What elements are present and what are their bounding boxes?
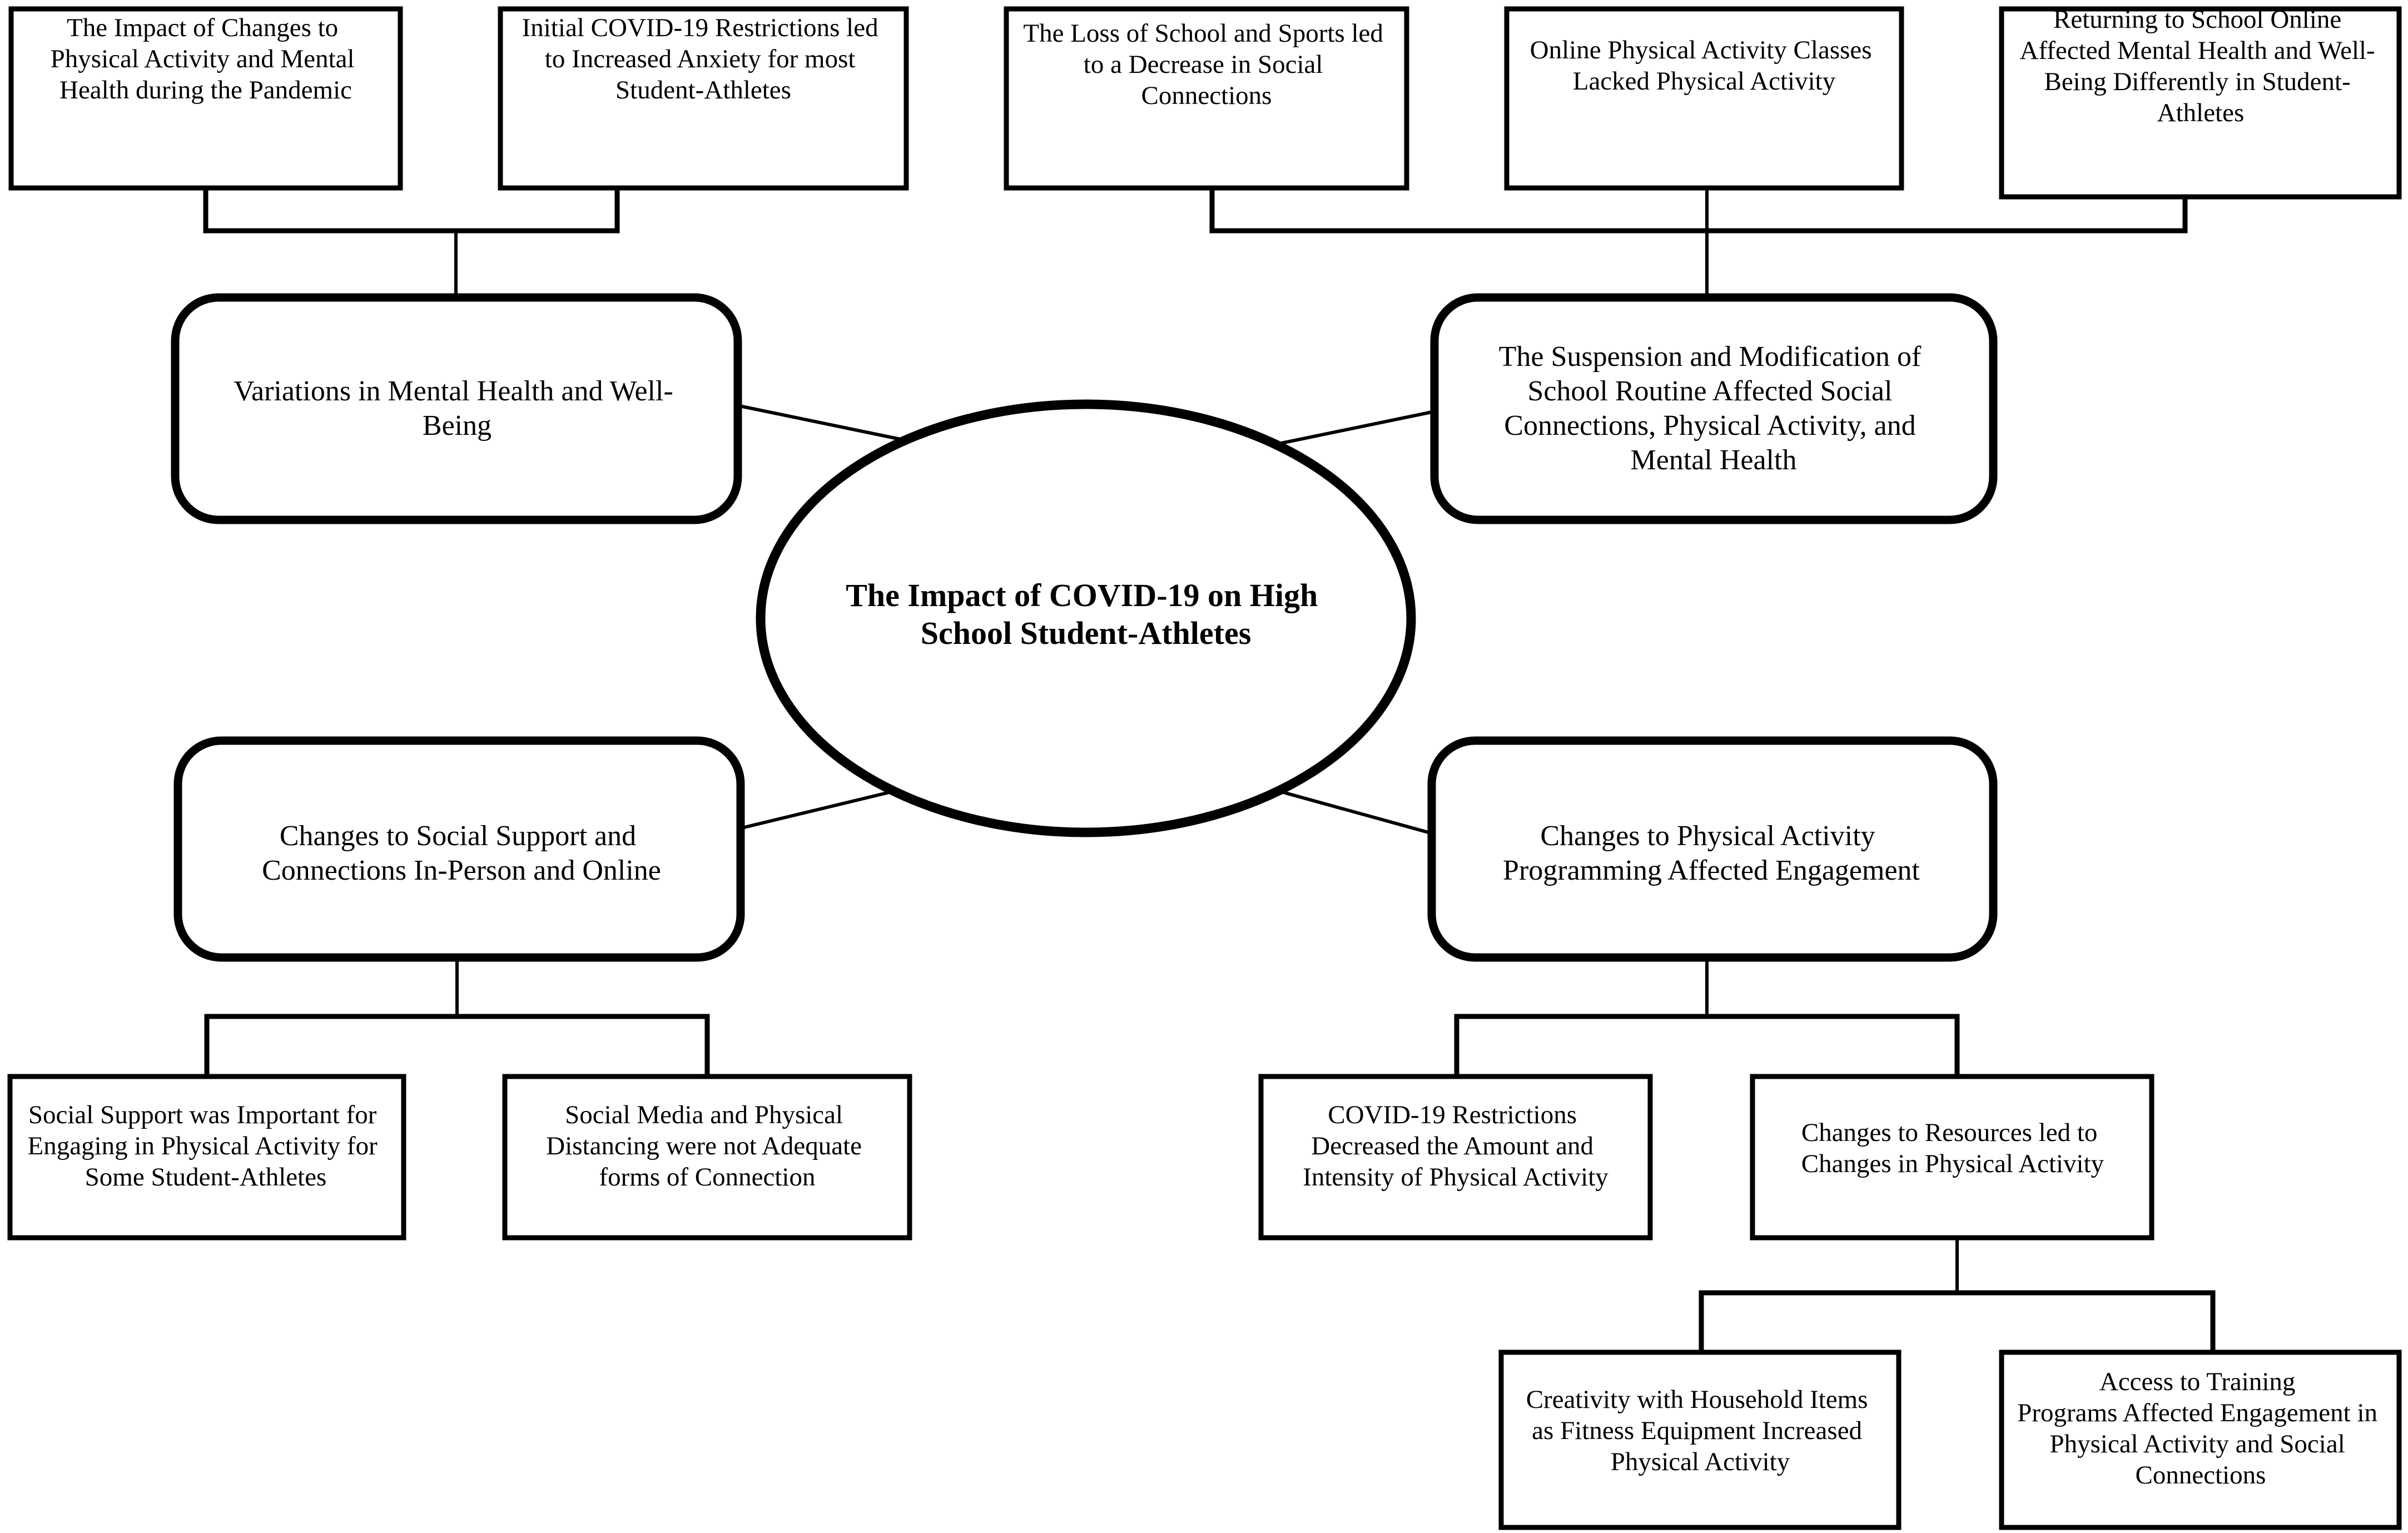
label-sub-creativity-household: Creativity with Household Items as Fitne… bbox=[1526, 1385, 1875, 1476]
label-sub-social-support-important: Social Support was Important for Engagin… bbox=[28, 1100, 384, 1192]
label-sub-online-classes: Online Physical Activity Classes Lacked … bbox=[1530, 36, 1879, 96]
node-sub-online-classes[interactable] bbox=[1504, 6, 1904, 191]
node-sub-social-support-important[interactable] bbox=[7, 1074, 406, 1241]
node-theme-school-routine[interactable] bbox=[1430, 293, 1998, 524]
node-center-ellipse[interactable] bbox=[756, 399, 1416, 837]
connector-bottomleft-bracket bbox=[204, 1014, 710, 1076]
node-theme-pa-programming[interactable] bbox=[1427, 736, 1998, 962]
label-sub-social-media: Social Media and Physical Distancing wer… bbox=[546, 1100, 868, 1192]
connector-topright-bracket bbox=[1209, 188, 2188, 234]
connector-bottomright-bracket bbox=[1454, 1014, 1960, 1076]
node-sub-impact-changes[interactable] bbox=[8, 6, 403, 191]
label-sub-initial-restrictions: Initial COVID-19 Restrictions led to Inc… bbox=[522, 13, 885, 105]
label-theme-mental-health: Variations in Mental Health and Well- Be… bbox=[234, 375, 681, 441]
node-theme-mental-health[interactable] bbox=[171, 293, 742, 524]
node-sub-initial-restrictions[interactable] bbox=[498, 6, 909, 191]
node-sub-returning-online[interactable] bbox=[1999, 6, 2402, 200]
label-sub-restrictions-decreased: COVID-19 Restrictions Decreased the Amou… bbox=[1303, 1100, 1608, 1192]
label-center: The Impact of COVID-19 on High School St… bbox=[846, 577, 1326, 651]
label-theme-pa-programming: Changes to Physical Activity Programming… bbox=[1503, 820, 1920, 886]
connector-center-bottomright bbox=[1273, 788, 1435, 836]
label-sub-impact-changes: The Impact of Changes to Physical Activi… bbox=[51, 13, 361, 105]
label-sub-returning-online: Returning to School Online Affected Ment… bbox=[2020, 5, 2382, 127]
connector-topleft-bracket bbox=[203, 188, 620, 234]
node-sub-loss-school-sports[interactable] bbox=[1004, 6, 1409, 191]
node-sub-changes-resources[interactable] bbox=[1750, 1074, 2154, 1241]
label-theme-school-routine: The Suspension and Modification of Schoo… bbox=[1499, 341, 1929, 476]
label-sub-access-training: Access to Training Programs Affected Eng… bbox=[2017, 1367, 2384, 1490]
connector-center-bottomleft bbox=[739, 788, 901, 830]
connector-group bbox=[203, 188, 2216, 1352]
connector-center-topright bbox=[1273, 410, 1435, 446]
label-sub-loss-school-sports: The Loss of School and Sports led to a D… bbox=[1023, 19, 1389, 110]
node-sub-social-media[interactable] bbox=[502, 1074, 912, 1241]
node-sub-restrictions-decreased[interactable] bbox=[1258, 1074, 1653, 1241]
label-sub-changes-resources: Changes to Resources led to Changes in P… bbox=[1801, 1118, 2104, 1178]
node-sub-access-training[interactable] bbox=[1999, 1350, 2402, 1530]
node-theme-social-support[interactable] bbox=[173, 736, 745, 962]
connector-resources-bracket bbox=[1699, 1290, 2216, 1352]
label-theme-social-support: Changes to Social Support and Connection… bbox=[262, 820, 661, 886]
connector-center-topleft bbox=[739, 404, 901, 441]
node-sub-creativity-household[interactable] bbox=[1498, 1350, 1901, 1530]
